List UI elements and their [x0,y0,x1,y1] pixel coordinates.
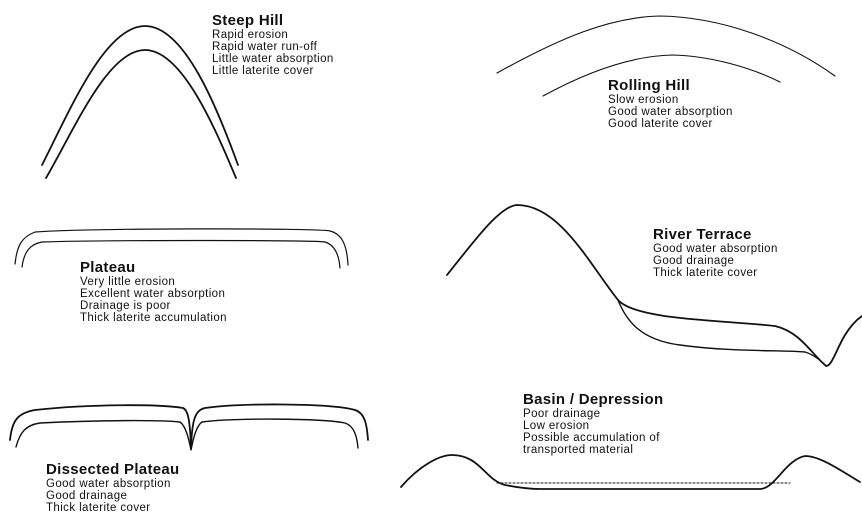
rolling-hill-line: Slow erosion [608,94,733,106]
river-terrace-subsurface [618,300,826,366]
dissected-plateau-profile [10,404,368,450]
plateau-line: Drainage is poor [80,300,227,312]
steep-hill-line: Little water absorption [212,53,334,65]
dissected-plateau-title: Dissected Plateau [46,462,180,478]
plateau-label: Plateau Very little erosion Excellent wa… [80,260,227,324]
steep-hill-line: Rapid water run-off [212,41,334,53]
basin-line: Possible accumulation of [523,432,663,444]
plateau-line: Excellent water absorption [80,288,227,300]
basin-label: Basin / Depression Poor drainage Low ero… [523,392,663,463]
steep-hill-title: Steep Hill [212,13,334,29]
basin-line: transported material [523,444,663,456]
river-terrace-label: River Terrace Good water absorption Good… [653,227,778,279]
steep-hill-label: Steep Hill Rapid erosion Rapid water run… [212,13,334,77]
dissected-plateau-line: Thick laterite cover [46,502,180,514]
steep-hill-profile [42,26,238,178]
plateau-title: Plateau [80,260,227,276]
dissected-plateau-line: Good drainage [46,490,180,502]
rolling-hill-label: Rolling Hill Slow erosion Good water abs… [608,78,733,130]
river-terrace-line: Thick laterite cover [653,267,778,279]
basin-line: Low erosion [523,420,663,432]
rolling-hill-title: Rolling Hill [608,78,733,94]
rolling-hill-line: Good laterite cover [608,118,733,130]
basin-line: Poor drainage [523,408,663,420]
river-terrace-line: Good drainage [653,255,778,267]
rolling-hill-line: Good water absorption [608,106,733,118]
steep-hill-subsurface [46,50,236,178]
dissected-plateau-label: Dissected Plateau Good water absorption … [46,462,180,514]
dissected-plateau-line: Good water absorption [46,478,180,490]
plateau-line: Thick laterite accumulation [80,312,227,324]
basin-title: Basin / Depression [523,392,663,408]
steep-hill-line: Rapid erosion [212,29,334,41]
rolling-hill-surface [497,16,835,76]
dissected-plateau-subsurface [16,419,358,450]
river-terrace-line: Good water absorption [653,243,778,255]
steep-hill-line: Little laterite cover [212,65,334,77]
plateau-line: Very little erosion [80,276,227,288]
steep-hill-surface [42,26,238,165]
river-terrace-title: River Terrace [653,227,778,243]
